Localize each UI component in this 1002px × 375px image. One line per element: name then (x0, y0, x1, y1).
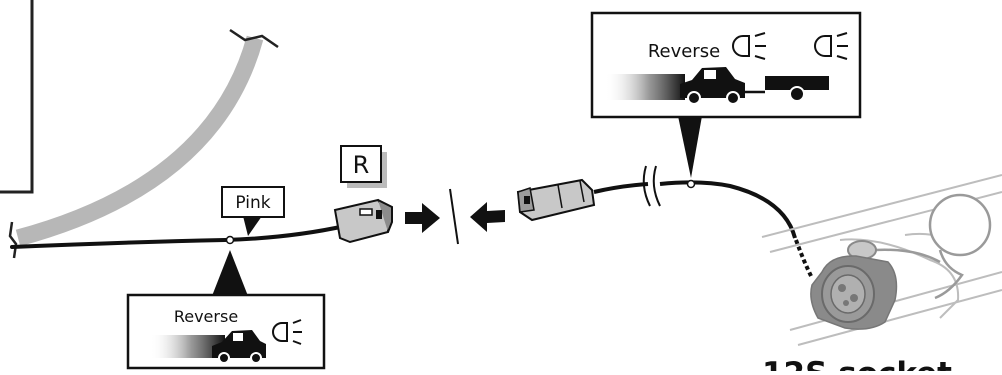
arrow-left-icon (470, 202, 505, 232)
reverse-bottom-text: Reverse (174, 307, 238, 326)
motion-blur (605, 74, 685, 100)
car-icon (212, 330, 266, 358)
pink-label-text: Pink (235, 193, 270, 213)
connection-divider (449, 188, 459, 245)
callout-pointer-bottom (212, 250, 248, 296)
connector-right (516, 178, 596, 222)
socket-label: 12S socket (762, 356, 952, 371)
connector-left (333, 198, 393, 244)
socket-12s (810, 240, 898, 330)
motion-blur (150, 335, 225, 358)
headlight-icon (732, 32, 766, 60)
r-label-text: R (353, 151, 370, 179)
callout-pointer-top (678, 116, 702, 178)
wire-left (10, 224, 347, 249)
reverse-callout-top: Reverse (590, 11, 862, 178)
trailer-icon (765, 76, 829, 90)
reverse-top-text: Reverse (648, 41, 720, 62)
reverse-callout-bottom: Reverse (126, 293, 326, 370)
pink-label: Pink (221, 186, 285, 236)
vehicle-panel-outline (0, 0, 34, 194)
ball-hitch-icon (874, 193, 992, 300)
headlight-icon (272, 319, 302, 345)
headlight-icon (814, 32, 848, 60)
fender-curve (8, 28, 279, 259)
arrow-right-icon (405, 203, 440, 233)
wire-right (593, 165, 814, 279)
car-icon (680, 67, 745, 98)
r-label-box: R (340, 145, 387, 188)
